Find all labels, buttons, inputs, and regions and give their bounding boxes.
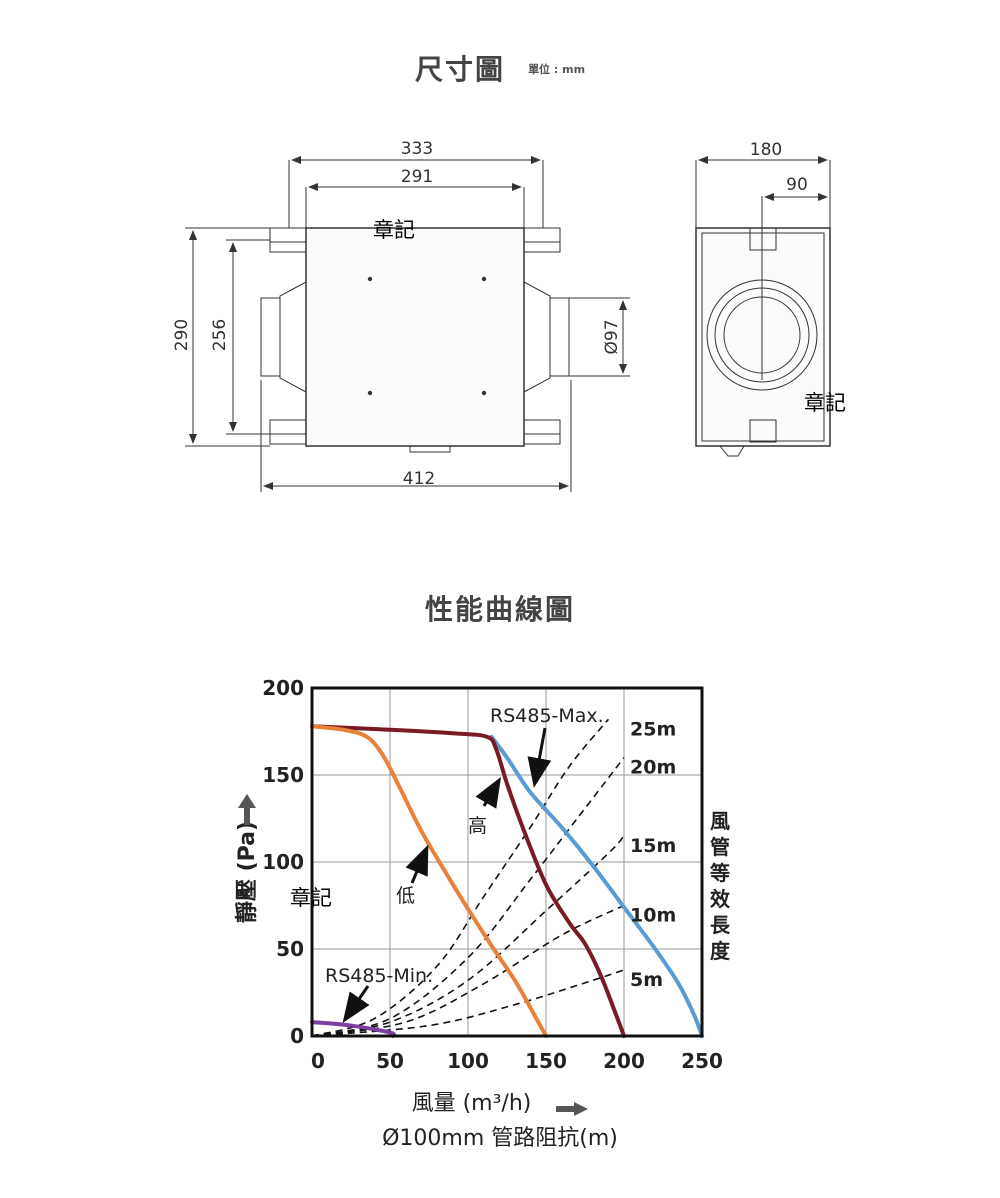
high-arrow xyxy=(475,776,502,809)
x-axis-label-row: 風量 (m³/h) xyxy=(0,1085,1000,1117)
stamp-1: 章記 xyxy=(373,218,415,242)
right-axis-label: 風管等效長度 xyxy=(710,809,731,963)
duct-label: 10m xyxy=(630,905,676,927)
side-dimension-labels: 180 90 xyxy=(750,140,808,195)
dim-412: 412 xyxy=(403,469,435,489)
axis-ticks: 0 50 100 150 200 250 0 50 100 150 200 xyxy=(262,676,723,1073)
min-label: RS485-Min. xyxy=(325,965,433,987)
performance-chart: 0 50 100 150 200 250 0 50 100 150 200 25m 20m 15m 10m… xyxy=(235,676,731,1073)
dimension-drawing: 333 291 412 290 256 Ø97 章記 180 90 章記 xyxy=(172,139,846,492)
front-view-dots xyxy=(367,276,487,396)
front-view xyxy=(260,227,570,453)
duct-label: 15m xyxy=(630,835,676,857)
x-tick-label: 100 xyxy=(447,1049,489,1073)
series-line xyxy=(310,724,548,1038)
dimension-title: 尺寸圖 xyxy=(414,53,505,86)
dim-291: 291 xyxy=(401,167,433,187)
series-line xyxy=(489,734,704,1038)
duct-curve-15m xyxy=(311,835,625,1037)
y-axis-label: 靜壓 (Pa) xyxy=(235,821,260,923)
unit-label: 單位 : mm xyxy=(528,63,586,76)
y-tick-label: 100 xyxy=(262,850,304,874)
max-label: RS485-Max. xyxy=(490,705,604,727)
x-tick-label: 250 xyxy=(681,1049,723,1073)
duct-label: 25m xyxy=(630,718,676,740)
stamp-3: 章記 xyxy=(290,886,332,910)
up-arrow-icon xyxy=(238,794,256,825)
dim-333: 333 xyxy=(401,139,433,159)
performance-title: 性能曲線圖 xyxy=(424,593,575,626)
max-arrow xyxy=(527,727,552,788)
x-tick-label: 50 xyxy=(376,1049,404,1073)
stamp-2: 章記 xyxy=(804,391,846,415)
front-dimensions xyxy=(185,156,630,492)
high-label: 高 xyxy=(468,815,487,837)
low-arrow xyxy=(405,844,429,884)
front-dimension-labels: 333 291 412 290 256 Ø97 xyxy=(172,139,622,489)
dim-180: 180 xyxy=(750,140,782,160)
side-dimensions xyxy=(695,156,831,380)
dimension-title-row: 尺寸圖 單位 : mm xyxy=(0,48,1000,88)
x-axis-sublabel: Ø100mm 管路阻抗(m) xyxy=(382,1126,618,1151)
y-tick-label: 200 xyxy=(262,676,304,700)
duct-curve-25m xyxy=(311,718,610,1037)
y-tick-label: 0 xyxy=(290,1024,304,1048)
plot-frame xyxy=(310,686,704,1038)
dim-90: 90 xyxy=(786,175,808,195)
x-tick-label: 150 xyxy=(525,1049,567,1073)
x-tick-label: 0 xyxy=(311,1049,325,1073)
performance-series xyxy=(310,724,704,1038)
min-arrow xyxy=(342,985,370,1023)
series-line xyxy=(310,724,626,1038)
duct-label: 20m xyxy=(630,757,676,779)
duct-label: 5m xyxy=(630,969,663,991)
low-label: 低 xyxy=(396,885,415,907)
y-tick-label: 150 xyxy=(262,763,304,787)
duct-labels: 25m 20m 15m 10m 5m xyxy=(630,718,676,991)
dim-256: 256 xyxy=(210,319,230,351)
duct-curve-20m xyxy=(311,757,625,1037)
x-axis-label: 風量 (m³/h) xyxy=(411,1091,532,1116)
x-tick-label: 200 xyxy=(603,1049,645,1073)
dim-97: Ø97 xyxy=(602,319,622,354)
side-view xyxy=(695,227,831,457)
dim-290: 290 xyxy=(172,319,192,351)
y-tick-label: 50 xyxy=(276,937,304,961)
right-arrow-icon xyxy=(556,1097,589,1116)
